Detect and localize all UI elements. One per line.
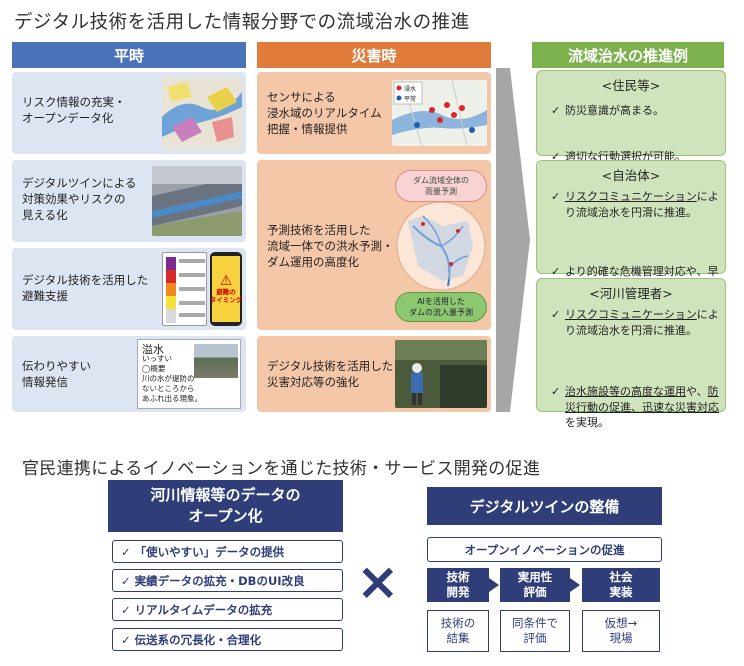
- step-implementation: 社会 実装: [582, 568, 660, 602]
- check-icon: ✓: [551, 265, 561, 278]
- rei-item: ✓ 適切な行動選択が可能。: [551, 149, 686, 163]
- warning-icon: ⚠: [219, 273, 233, 289]
- field-response-photo: [395, 340, 487, 408]
- cross-icon: ×: [356, 552, 400, 612]
- header-heiji: 平時: [12, 42, 246, 68]
- heiji-card-evacuation: デジタル技術を活用した 避難支援 ⚠ 避難の タイミング: [12, 248, 246, 330]
- open-data-item: ✓ リアルタイムデータの拡充: [112, 598, 343, 621]
- heiji-card-label: デジタルツインによる 対策効果やリスクの 見える化: [22, 176, 137, 222]
- step-evaluation: 実用性 評価: [500, 568, 570, 602]
- risk-map-image: [162, 77, 242, 149]
- result-virtual-to-field: 仮想→ 現場: [582, 610, 660, 652]
- sensor-legend-flood: 浸水: [404, 86, 417, 93]
- open-innovation-banner: オープンイノベーションの促進: [427, 537, 662, 562]
- heiji-card-communication: 伝わりやすい 情報発信 溢水 いっすい ◯概要 川の水が堤防の ないところから …: [12, 336, 246, 412]
- glossary-reading: いっすい: [142, 354, 172, 363]
- step-arrow-icon: [489, 578, 499, 592]
- digital-twin-title: デジタルツインの整備: [427, 487, 662, 525]
- rei-group-river-admin: <河川管理者> ✓ リスクコミュニケーションにより流域治水を円滑に推進。 ✓ 治…: [536, 278, 726, 429]
- check-icon: ✓: [551, 104, 561, 117]
- check-icon: ✓: [551, 190, 561, 203]
- open-data-item: ✓ 実績データの拡充・DBのUI改良: [112, 569, 343, 592]
- sensor-map-image: 浸水 平常: [392, 80, 487, 146]
- dam-prediction-diagram: ダム流域全体の 雨量予測 AIを活用した ダムの流入量予測: [393, 166, 489, 326]
- rei-item: ✓ リスクコミュニケーションにより流域治水を円滑に推進。: [551, 308, 719, 337]
- hazard-scale-image: [162, 252, 207, 326]
- check-icon: ✓: [551, 149, 561, 163]
- heiji-card-label: 伝わりやすい 情報発信: [22, 359, 91, 389]
- saigai-card-prediction: 予測技術を活用した 流域一体での洪水予測・ ダム運用の高度化 ダム流域全体の 雨…: [257, 160, 491, 330]
- open-data-title: 河川情報等のデータの オープン化: [108, 480, 343, 532]
- check-icon: ✓: [551, 385, 561, 398]
- result-tech-gather: 技術の 結集: [427, 610, 489, 652]
- rei-group-residents: <住民等> ✓ 防災意識が高まる。 ✓ 適切な行動選択が可能。: [536, 70, 726, 163]
- result-same-condition: 同条件で 評価: [500, 610, 570, 652]
- open-data-item: ✓ 「使いやすい」データの提供: [112, 540, 343, 563]
- heiji-card-risk-info: リスク情報の充実・ オープンデータ化: [12, 72, 246, 154]
- rain-forecast-bubble: ダム流域全体の 雨量予測: [395, 170, 487, 202]
- sensor-legend-normal: 平常: [404, 96, 417, 103]
- header-suishin-rei: 流域治水の推進例: [532, 42, 724, 68]
- check-icon: ✓: [551, 308, 561, 321]
- phone-warning-text: 避難の タイミング: [209, 288, 243, 304]
- river-photo: [194, 344, 238, 378]
- saigai-card-label: デジタル技術を活用した 災害対応等の強化: [267, 359, 394, 389]
- header-saigai: 災害時: [257, 42, 491, 68]
- page-title: デジタル技術を活用した情報分野での流域治水の推進: [14, 12, 470, 33]
- saigai-card-label: センサによる 浸水域のリアルタイム 把握・情報提供: [267, 90, 382, 136]
- saigai-card-sensor: センサによる 浸水域のリアルタイム 把握・情報提供 浸水 平常: [257, 72, 491, 154]
- heiji-card-label: デジタル技術を活用した 避難支援: [22, 273, 149, 303]
- rei-item: ✓ 治水施設等の高度な運用や、防災行動の促進、迅速な災害対応を実現。: [551, 385, 719, 429]
- rei-item: ✓ リスクコミュニケーションにより流域治水を円滑に推進。: [551, 190, 719, 219]
- saigai-card-response: デジタル技術を活用した 災害対応等の強化: [257, 336, 491, 412]
- big-arrow-icon: [496, 68, 530, 412]
- rei-group-title: <河川管理者>: [589, 286, 673, 301]
- section-subtitle: 官民連携によるイノベーションを通じた技術・サービス開発の促進: [22, 459, 541, 479]
- ai-inflow-bubble: AIを活用した ダムの流入量予測: [395, 292, 487, 322]
- glossary-body: ◯概要 川の水が堤防の ないところから あふれ出る現象。: [142, 364, 202, 403]
- rei-group-title: <自治体>: [601, 168, 661, 183]
- heiji-card-digital-twin: デジタルツインによる 対策効果やリスクの 見える化: [12, 160, 246, 242]
- rei-group-municipality: <自治体> ✓ リスクコミュニケーションにより流域治水を円滑に推進。 ✓ より的…: [536, 160, 726, 294]
- rei-item: ✓ 防災意識が高まる。: [551, 104, 664, 117]
- heiji-card-label: リスク情報の充実・ オープンデータ化: [22, 95, 126, 125]
- glossary-word: 溢水: [142, 343, 164, 356]
- open-data-item: ✓ 伝送系の冗長化・合理化: [112, 628, 343, 651]
- digital-twin-image: [152, 166, 242, 236]
- smartphone-image: ⚠ 避難の タイミング: [210, 252, 242, 326]
- rei-group-title: <住民等>: [601, 78, 661, 93]
- glossary-image: 溢水 いっすい ◯概要 川の水が堤防の ないところから あふれ出る現象。: [137, 339, 241, 409]
- step-arrow-icon: [570, 578, 580, 592]
- step-tech-dev: 技術 開発: [427, 568, 489, 602]
- saigai-card-label: 予測技術を活用した 流域一体での洪水予測・ ダム運用の高度化: [267, 223, 394, 269]
